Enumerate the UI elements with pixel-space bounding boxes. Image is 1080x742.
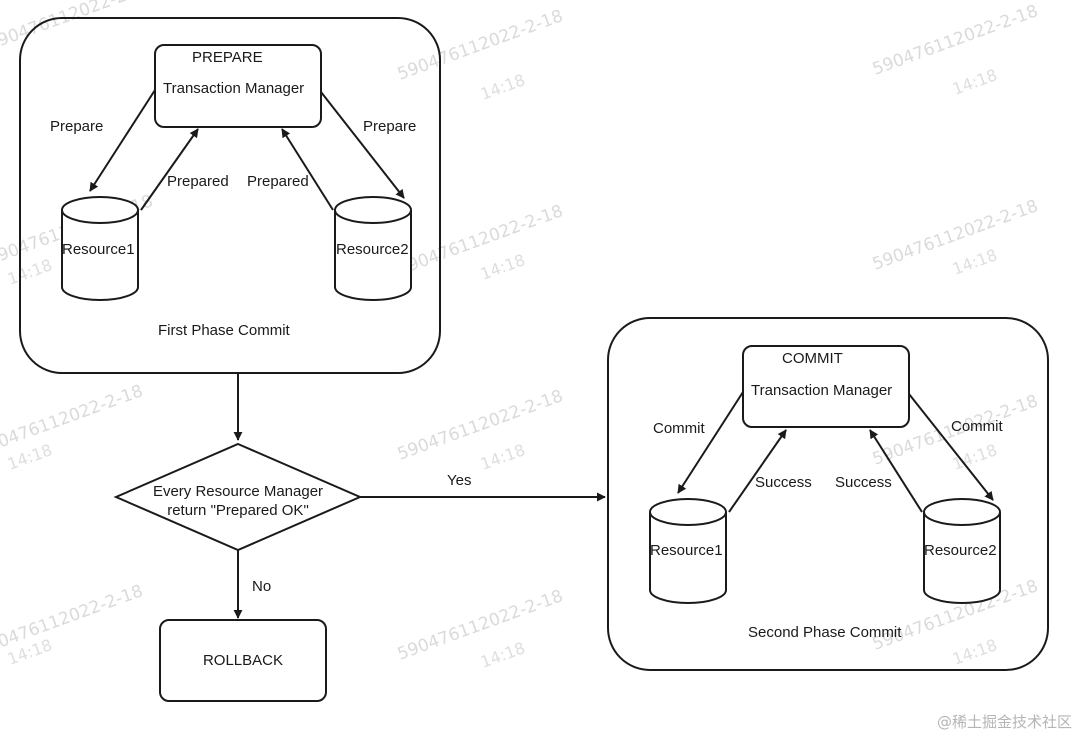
second-phase-caption: Second Phase Commit [748,624,902,641]
watermark-id: 590476112022-2-18 [870,1,1041,79]
stage-label-commit: COMMIT [782,350,843,367]
prepare-label-right: Prepare [363,118,416,135]
watermark-time: 14:18 [478,440,528,474]
prepared-label-right: Prepared [247,173,309,190]
transaction-manager-box [742,345,910,428]
transaction-manager-box [154,44,322,128]
commit-label-left: Commit [653,420,705,437]
watermark-time: 14:18 [478,250,528,284]
watermark-time: 14:18 [478,70,528,104]
success-reply-arrow-left [728,429,787,513]
watermark-time: 14:18 [950,635,1000,669]
commit-request-arrow-right [908,393,994,501]
prepare-label-left: Prepare [50,118,103,135]
prepared-reply-arrow-right [281,128,334,211]
success-label-left: Success [755,474,812,491]
watermark-time: 14:18 [950,440,1000,474]
yes-label: Yes [447,472,471,489]
rollback-label: ROLLBACK [203,652,283,669]
stage-label-prepare: PREPARE [192,49,263,66]
watermark-id: 590476112022-2-18 [0,381,146,459]
first-phase-container [19,17,441,374]
second-phase-container [607,317,1049,671]
resource1-label: Resource1 [62,241,135,258]
commit-request-arrow-left [677,391,744,494]
watermark-id: 590476112022-2-18 [0,0,156,55]
prepare-request-arrow-left [89,89,156,192]
resource2-label: Resource2 [336,241,409,258]
decision-text-line1: Every Resource Manager [153,483,323,500]
first-phase-caption: First Phase Commit [158,322,291,339]
transaction-manager-label: Transaction Manager [751,382,892,399]
resource1-label: Resource1 [650,542,723,559]
decision-text-line2: return "Prepared OK" [167,502,309,519]
prepared-reply-arrow-left [140,128,199,211]
watermark-id: 590476112022-2-18 [395,6,566,84]
watermark-time: 14:18 [950,65,1000,99]
watermark-time: 14:18 [478,638,528,672]
resource2-cylinder [334,196,412,301]
prepared-label-left: Prepared [167,173,229,190]
resource1-cylinder [649,498,727,604]
no-label: No [252,578,271,595]
watermark-time: 14:18 [950,245,1000,279]
watermark-id: 590476112022-2-18 [395,386,566,464]
prepare-request-arrow-right [320,91,405,199]
commit-label-right: Commit [951,418,1003,435]
success-reply-arrow-right [869,429,923,513]
second-phase-group: COMMIT Transaction Manager Resource1 Res… [607,317,1049,671]
rollback-box [159,619,327,702]
resource2-label: Resource2 [924,542,997,559]
first-phase-group: PREPARE Transaction Manager Resource1 Re… [19,17,441,374]
success-label-right: Success [835,474,892,491]
resource2-cylinder [923,498,1001,604]
transaction-manager-label: Transaction Manager [163,80,304,97]
resource1-cylinder [61,196,139,301]
source-credit: @稀土掘金技术社区 [937,713,1072,731]
